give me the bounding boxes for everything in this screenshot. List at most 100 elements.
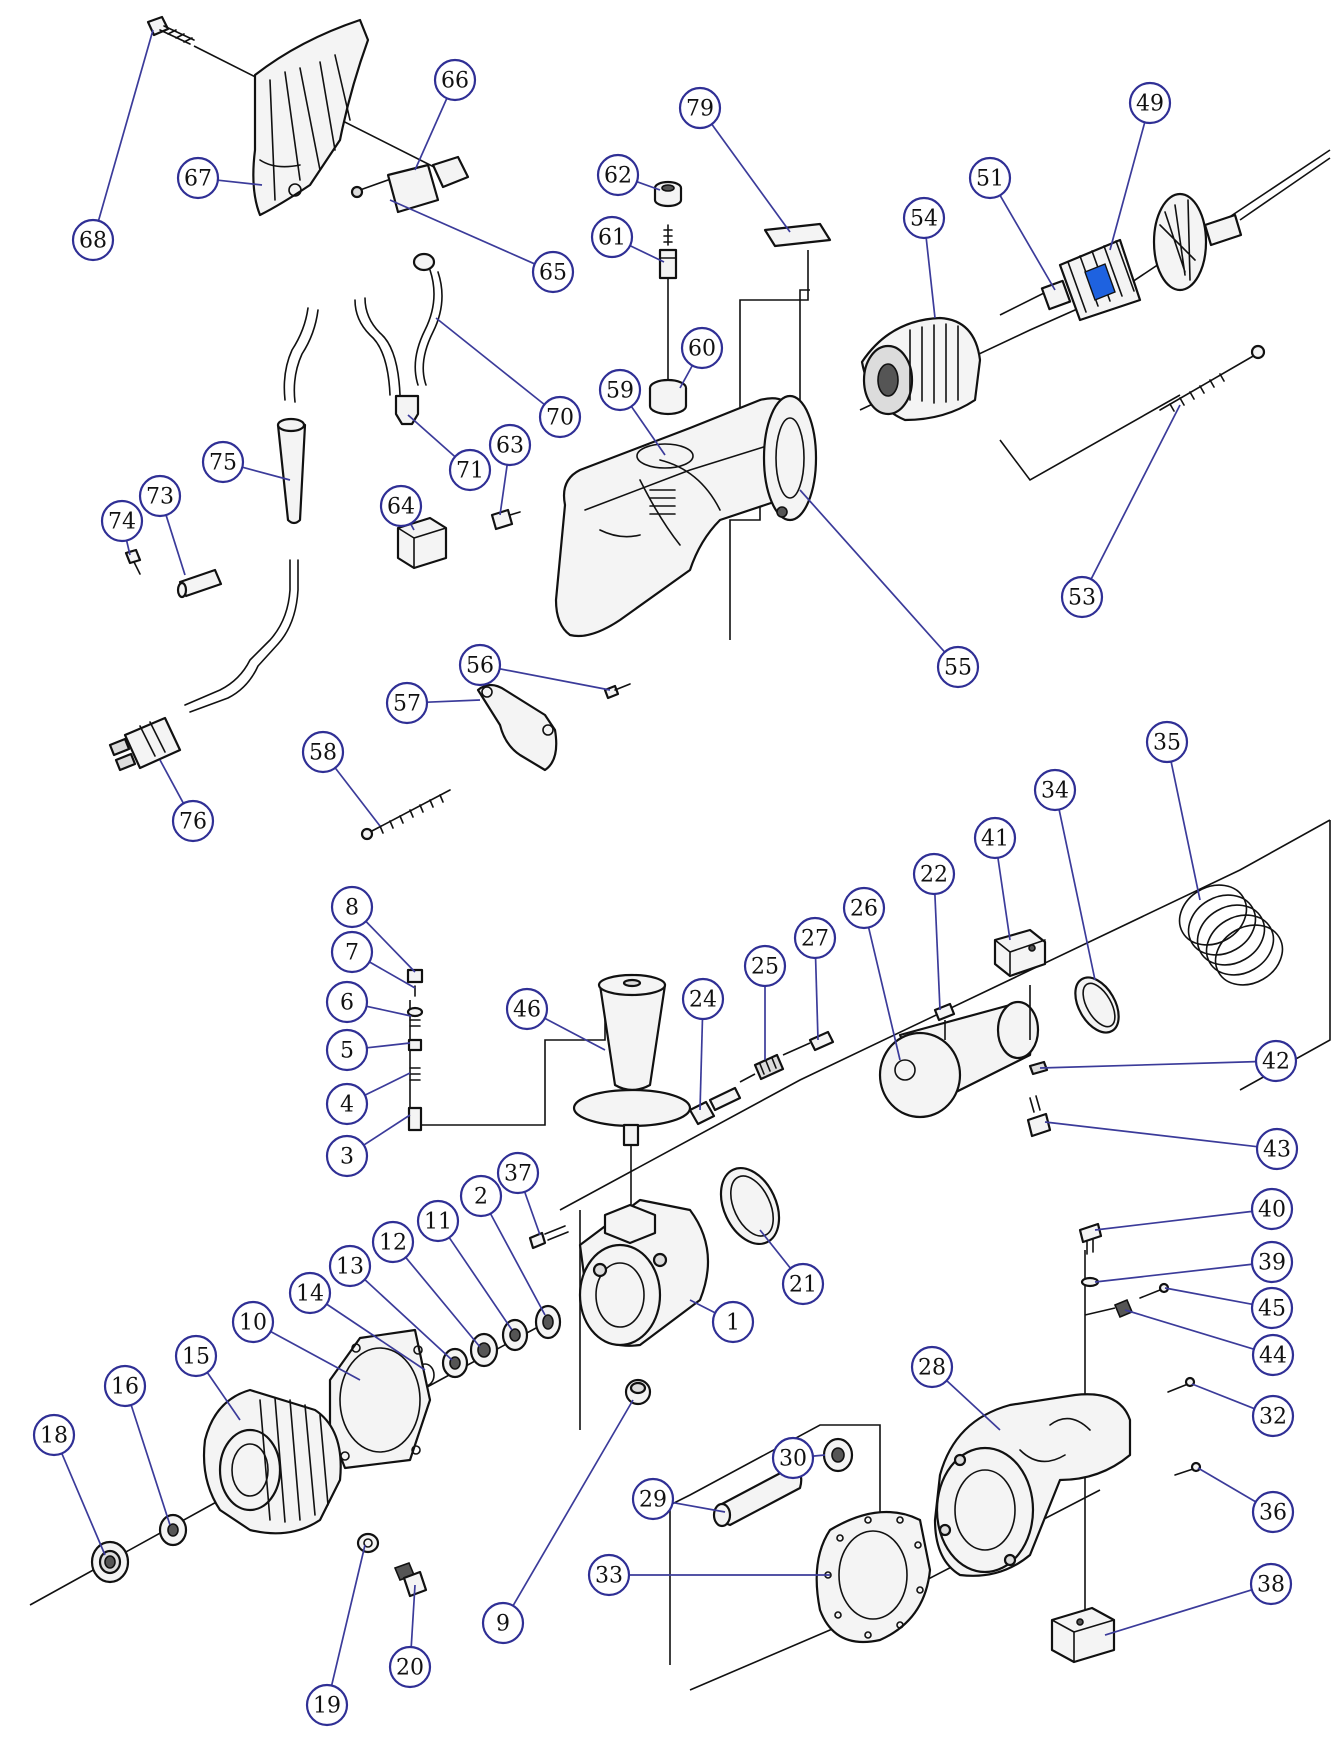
callout-number: 10 (239, 1311, 267, 1336)
callout-22: 22 (912, 852, 956, 896)
callout-30: 30 (771, 1436, 815, 1480)
leader-line-9 (512, 1399, 634, 1607)
callout-circle (301, 730, 345, 774)
callout-4: 4 (325, 1082, 369, 1126)
callout-26: 26 (842, 886, 886, 930)
label-leader-line (739, 250, 809, 410)
part-24-pin (688, 1086, 742, 1126)
leader-line-13 (364, 1278, 453, 1361)
callout-11: 11 (416, 1199, 460, 1243)
callout-number: 32 (1259, 1405, 1287, 1430)
callout-number: 51 (976, 167, 1004, 192)
callout-73: 73 (138, 474, 182, 518)
callout-circle (174, 1334, 218, 1378)
callout-number: 62 (604, 164, 632, 189)
callout-25: 25 (743, 944, 787, 988)
callout-number: 24 (689, 988, 717, 1013)
part-44-spring (1084, 1298, 1134, 1319)
leader-line-73 (165, 514, 186, 576)
part-25-spring (739, 1053, 785, 1083)
callout-46: 46 (505, 987, 549, 1031)
part-53-long-screw (1159, 344, 1266, 412)
callout-circle (1060, 575, 1104, 619)
leader-line-34 (1058, 809, 1096, 981)
callout-number: 40 (1258, 1198, 1286, 1223)
callout-number: 2 (474, 1185, 488, 1210)
callout-number: 5 (340, 1039, 354, 1064)
leader-line-44 (1124, 1309, 1255, 1350)
callout-circle (681, 977, 725, 1021)
callout-number: 43 (1263, 1138, 1291, 1163)
part-60-brush-holder (648, 378, 688, 416)
callout-66: 66 (433, 58, 477, 102)
part-74-screw (124, 548, 142, 575)
callout-49: 49 (1128, 81, 1172, 125)
callout-circle (330, 885, 374, 929)
callout-number: 7 (345, 941, 359, 966)
part-56-screw (603, 683, 631, 700)
callout-59: 59 (598, 368, 642, 412)
callout-number: 12 (379, 1231, 407, 1256)
leader-line-42 (1039, 1060, 1257, 1069)
leader-line-20 (410, 1584, 416, 1648)
leader-line-63 (499, 464, 509, 516)
leader-line-59 (630, 405, 666, 456)
callout-number: 26 (850, 897, 878, 922)
callout-number: 1 (726, 1311, 740, 1336)
callout-number: 57 (393, 692, 421, 717)
callout-32: 32 (1251, 1394, 1295, 1438)
part-57-cord-clamp (476, 683, 558, 772)
callout-28: 28 (910, 1345, 954, 1389)
lower-axis-main (559, 819, 1331, 1211)
callout-circle (968, 156, 1012, 200)
callout-63: 63 (488, 423, 532, 467)
part-66-switch-button (350, 155, 470, 214)
part-13-washer (441, 1347, 469, 1379)
part-43-bolt (1026, 1095, 1052, 1138)
callout-33: 33 (587, 1553, 631, 1597)
leader-line-49 (1109, 122, 1146, 251)
callout-37: 37 (496, 1151, 540, 1195)
part-38-block (1050, 1606, 1116, 1664)
part-61-carbon-brush (658, 224, 678, 280)
callout-circle (1033, 768, 1077, 812)
callout-10: 10 (231, 1300, 275, 1344)
callout-circle (328, 1244, 372, 1288)
callout-circle (138, 474, 182, 518)
callout-44: 44 (1251, 1333, 1295, 1377)
callout-circle (416, 1199, 460, 1243)
callout-circle (505, 987, 549, 1031)
callout-number: 13 (336, 1255, 364, 1280)
callout-number: 54 (910, 207, 938, 232)
callout-circle (1250, 1286, 1294, 1330)
leader-line-7 (368, 961, 416, 989)
callout-number: 36 (1259, 1501, 1287, 1526)
callout-circle (458, 643, 502, 687)
leader-line-10 (270, 1330, 361, 1381)
callout-number: 66 (441, 69, 469, 94)
callout-number: 44 (1259, 1344, 1287, 1369)
part-62-brush-cap (653, 180, 683, 208)
callout-34: 34 (1033, 768, 1077, 812)
callout-number: 71 (456, 459, 484, 484)
callout-circle (1251, 1490, 1295, 1534)
callout-number: 59 (606, 379, 634, 404)
callout-circle (201, 440, 245, 484)
callout-75: 75 (201, 440, 245, 484)
callout-circle (842, 886, 886, 930)
leader-line-51 (999, 194, 1056, 291)
callout-circle (910, 1345, 954, 1389)
callout-number: 16 (111, 1375, 139, 1400)
leader-line-55 (799, 489, 946, 653)
leader-line-11 (448, 1237, 513, 1331)
callout-45: 45 (1250, 1286, 1294, 1330)
leader-line-15 (206, 1371, 241, 1421)
part-27-pin (782, 1030, 835, 1056)
callout-leaders (61, 29, 1258, 1686)
callout-number: 45 (1258, 1297, 1286, 1322)
callout-number: 42 (1262, 1050, 1290, 1075)
leader-line-26 (867, 927, 901, 1061)
callout-number: 60 (688, 337, 716, 362)
callout-circle (325, 1134, 369, 1178)
